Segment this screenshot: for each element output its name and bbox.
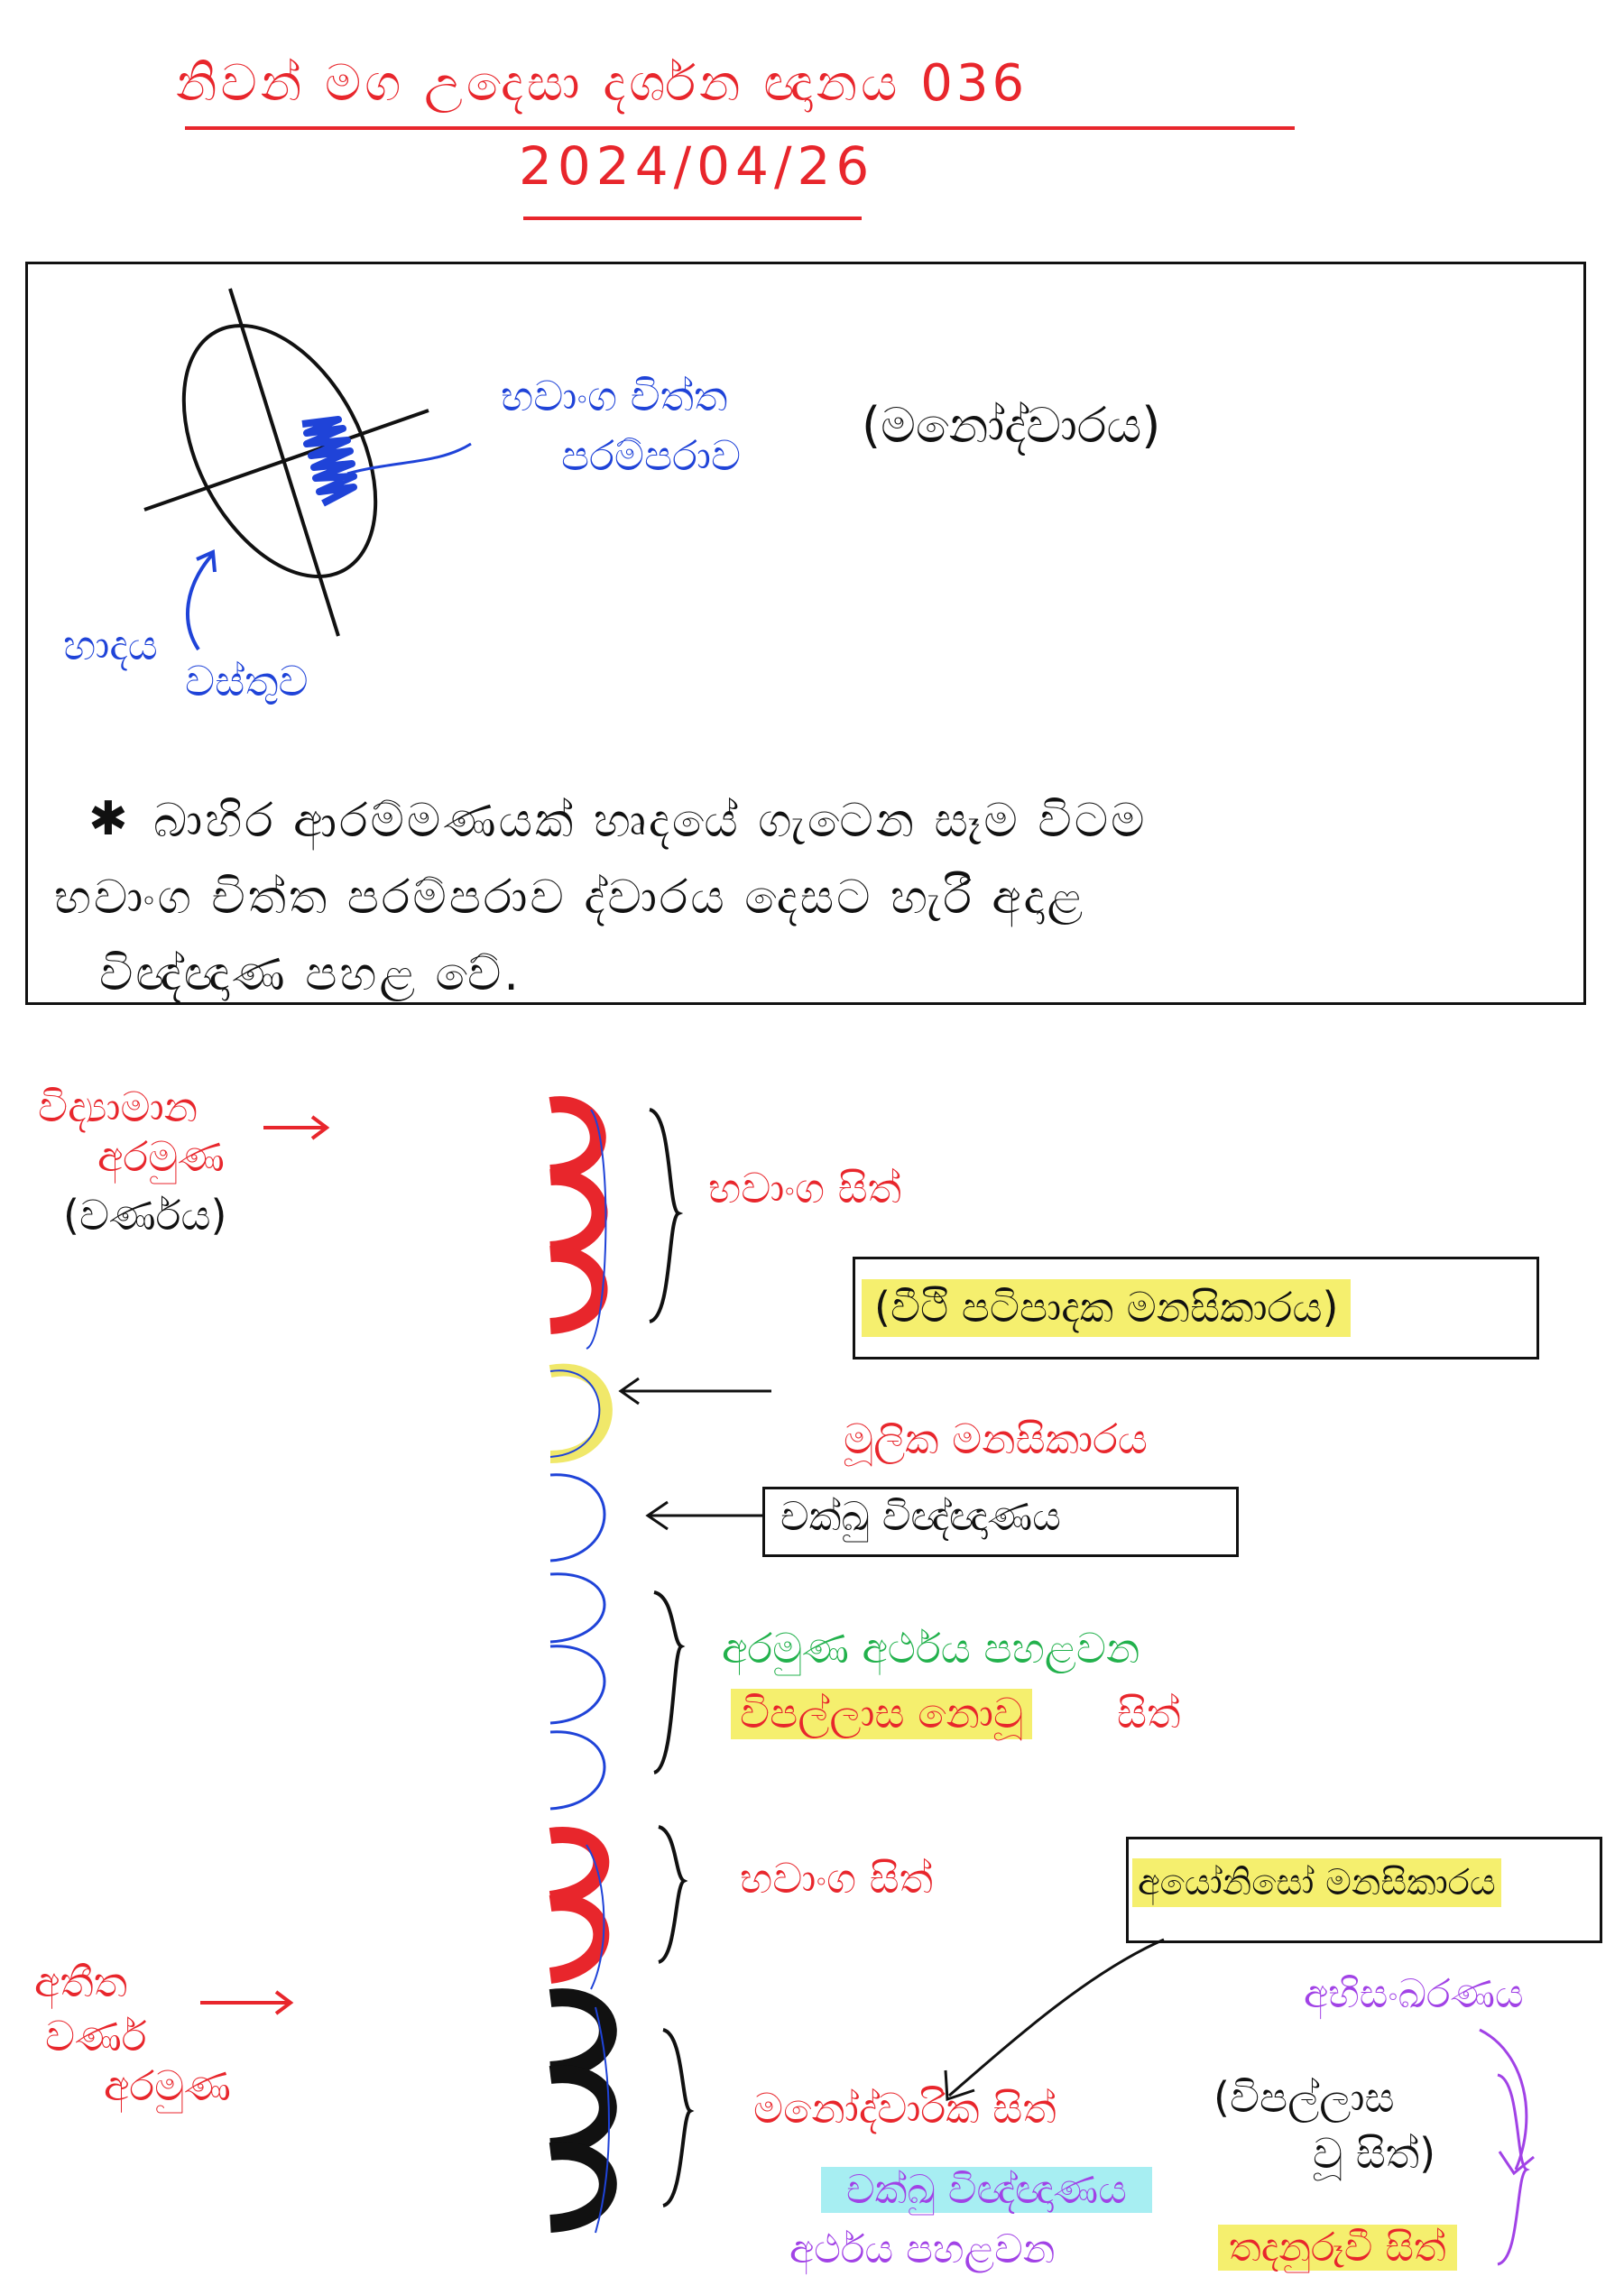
mulika-manasikara-label: මූලික මනසිකාරය [844, 1415, 1148, 1463]
abhisankharana-bracket [1497, 2073, 1530, 2266]
chakkhu-vinnana-box [762, 1487, 1239, 1557]
manodvara-label: (මනෝද්වාරය) [862, 397, 1161, 454]
bhavanga-sit-label-1: භවාංග සිත් [708, 1164, 902, 1212]
vithi-manasikara-label: (වීථි පටිපාදක මනසිකාරය) [862, 1279, 1352, 1337]
vastu-label: වස්තුව [185, 657, 309, 705]
manodvara-moment-2 [549, 2065, 617, 2156]
vipallasa-nowu-sit-label: සිත් [1117, 1689, 1181, 1737]
chakkhu-vinnana-label: චක්ඛු විඥ්ඥාණය [821, 2167, 1152, 2213]
atita-label: අතීත [34, 1958, 128, 2006]
ayoniso-manasikara-box [1126, 1837, 1602, 1943]
brackets [649, 1108, 695, 2207]
axis-line-horizontal [143, 409, 429, 512]
bhavanga-sit-label-2: භවාංග සිත් [740, 1854, 934, 1903]
note-line-1: බාහිර ආරම්මණයක් හෘදයේ ගැටෙන සෑම විටම [153, 794, 1148, 848]
varnaya-label: (වර්ණය) [63, 1191, 227, 1240]
chakkhu-arrow [645, 1500, 765, 1531]
bhavanga-moment-2 [549, 1168, 608, 1258]
atita-arrow [200, 1990, 294, 2015]
avajjana-moment [549, 1363, 613, 1463]
bracket-vipallasa [652, 1590, 686, 1774]
vipallasa-nowu-label: විපල්ලාස නොවූ [731, 1689, 1033, 1739]
ayoniso-manasikara-label: අයෝනිසෝ මනසිකාරය [1132, 1858, 1501, 1907]
manodvarika-sit-label: මනෝද්වාරික සිත් [753, 2084, 1057, 2133]
javana-moment-3 [549, 1730, 606, 1811]
hadaya-arrow [186, 549, 217, 651]
bhavanga-moment-1 [549, 1096, 606, 1181]
note-star-icon: ✱ [88, 792, 128, 846]
hadaya-diagram-box [25, 262, 1586, 1005]
javana-moment-1 [549, 1572, 606, 1644]
title-underline [185, 126, 1295, 130]
chakkhu-moment [549, 1473, 606, 1562]
bhavanga-moment-3 [549, 1245, 608, 1334]
manodvara-moment-3 [549, 2142, 617, 2233]
vidyamana-arrow [263, 1115, 330, 1140]
javana-moment-2 [549, 1645, 606, 1725]
bhavanga-moment-5 [549, 1894, 610, 1984]
hadaya-label: හාදය [63, 621, 158, 669]
bhavanga-scribble [301, 416, 357, 507]
note-line-3: විඥ්ඥාණ පහළ වේ. [99, 947, 521, 1001]
tadanuruvi-sit-label: තදනුරූවී සිත් [1218, 2225, 1457, 2271]
page-title: නිවන් මග උදෙසා දර්ශන ඥානය 036 [176, 54, 1029, 113]
vipallasa-wu-label-2: වූ සිත්) [1313, 2129, 1436, 2178]
page-date: 2024/04/26 [519, 135, 875, 197]
bracket-bhavanga-1 [649, 1108, 684, 1323]
artha-pahala-label: අර්ථය පහළවන [789, 2226, 1056, 2272]
parampara-label: පරම්පරාව [561, 431, 742, 480]
vipallasa-wu-label-1: (විපල්ලාස [1213, 2073, 1395, 2122]
note-line-2: භවාංග චිත්ත පරම්පරාව ද්වාරය දෙසට හැරී අද… [54, 871, 1086, 925]
ayoniso-arrow [944, 1938, 1165, 2102]
avajjana-arrow [618, 1377, 771, 1406]
date-underline [523, 217, 862, 220]
bracket-manodvara [662, 2028, 695, 2207]
bhavanga-moment-4 [549, 1827, 610, 1907]
aramuna-artha-label: අරමුණ අර්ථය පහළවන [722, 1624, 1140, 1673]
chakkhu-vinnana-box-label: චක්ඛු විඥ්ඥාණය [780, 1494, 1061, 1540]
atita-aramuna-label: අරමුණ [104, 2061, 231, 2110]
bhavanga-pointer-curve [346, 442, 472, 475]
vidyamana-label: විද්‍යාමාන [38, 1083, 198, 1131]
heart-base-diagram [143, 288, 472, 637]
manodvara-moment-1 [549, 1988, 617, 2079]
mind-moment-chain [549, 1096, 617, 2234]
atita-varna-label: වර්ණ [45, 2012, 147, 2060]
bracket-bhavanga-2 [657, 1825, 688, 1964]
vidyamana-aramuna-label: අරමුණ [97, 1132, 225, 1181]
bhavanga-chitta-label: භවාංග චිත්ත [501, 372, 728, 420]
abhisankharana-label: අභිසංඛරණය [1304, 1971, 1524, 2017]
abhisankharana-arrow [1479, 2028, 1535, 2176]
